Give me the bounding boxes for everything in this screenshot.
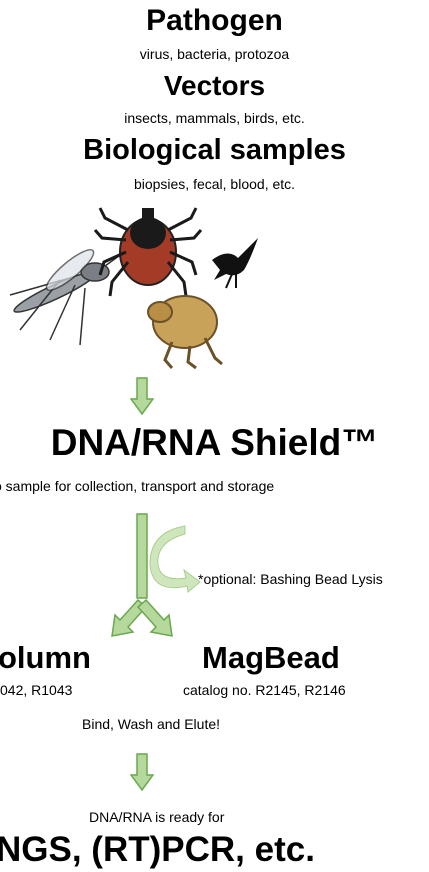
vectors-title: Vectors: [0, 70, 429, 102]
branch-arrows: [100, 512, 210, 640]
bind-wash-elute-text: Bind, Wash and Elute!: [82, 716, 220, 732]
final-applications: NGS, (RT)PCR, etc.: [0, 830, 315, 870]
ready-text: DNA/RNA is ready for: [89, 809, 224, 825]
magbead-catalog: catalog no. R2145, R2146: [183, 682, 346, 698]
vectors-illustration: [0, 200, 429, 370]
shield-subtitle: o sample for collection, transport and s…: [0, 478, 274, 494]
optional-step-label: *optional: Bashing Bead Lysis: [198, 571, 383, 587]
samples-title: Biological samples: [0, 134, 429, 167]
column-catalog: 042, R1043: [0, 682, 72, 698]
pathogen-title: Pathogen: [0, 4, 429, 38]
tick-icon: [95, 208, 201, 296]
column-title: olumn: [0, 640, 91, 676]
down-arrow-1: [130, 377, 154, 415]
down-arrow-2: [130, 753, 154, 791]
pathogen-subtitle: virus, bacteria, protozoa: [0, 46, 429, 62]
bird-icon: [212, 238, 258, 288]
shield-title: DNA/RNA Shield™: [0, 422, 429, 464]
vectors-subtitle: insects, mammals, birds, etc.: [0, 110, 429, 126]
samples-subtitle: biopsies, fecal, blood, etc.: [0, 176, 429, 192]
flea-icon: [148, 296, 222, 368]
magbead-title: MagBead: [202, 640, 340, 676]
